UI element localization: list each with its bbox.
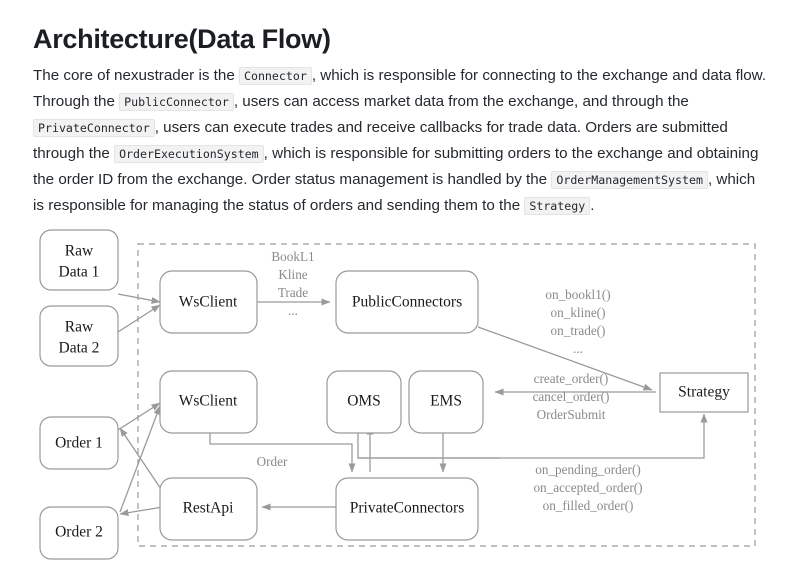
node-public-connectors-label: PublicConnectors xyxy=(352,294,462,311)
label-callback-ellipsis: ... xyxy=(573,341,583,356)
paragraph-text: , users can execute trades and receive c… xyxy=(33,119,728,163)
page-title: Architecture(Data Flow) xyxy=(33,24,331,55)
label-callback-on-trade: on_trade() xyxy=(551,323,606,338)
label-market-data-kline: Kline xyxy=(278,267,307,282)
inline-code-privateconnector: PrivateConnector xyxy=(33,119,155,138)
edge-rawdata1-wsclient xyxy=(117,293,161,304)
edge-rawdata2-wsclient xyxy=(117,304,161,333)
edge-restapi-order1 xyxy=(119,427,164,493)
inline-code-publicconnector: PublicConnector xyxy=(119,93,234,112)
paragraph-text: . xyxy=(590,197,595,215)
node-raw-data-1-label-line1: Raw xyxy=(65,243,94,260)
node-order-1[interactable]: Order 1 xyxy=(39,416,119,470)
edge-publicconnectors-strategy xyxy=(477,326,653,391)
node-ems-label: EMS xyxy=(430,393,462,410)
label-market-data-ellipsis: ... xyxy=(288,303,298,318)
label-on-pending-order: on_pending_order() xyxy=(535,462,640,477)
node-ws-client-public-label: WsClient xyxy=(179,294,238,311)
edge-wsclient-privateconnectors xyxy=(209,424,356,473)
label-on-accepted-order: on_accepted_order() xyxy=(533,480,642,495)
node-oms-label: OMS xyxy=(347,393,381,410)
edge-restapi-order2 xyxy=(119,506,164,517)
edge-order2-wsclient xyxy=(119,405,161,513)
inline-code-ordermanagementsystem: OrderManagementSystem xyxy=(551,171,708,190)
node-private-connectors[interactable]: PrivateConnectors xyxy=(335,477,479,541)
architecture-diagram: BookL1 Kline Trade ... on_bookl1() on_kl… xyxy=(0,222,800,582)
node-strategy-label: Strategy xyxy=(678,384,730,401)
system-boundary xyxy=(137,243,756,547)
inline-code-strategy: Strategy xyxy=(524,197,591,216)
node-strategy[interactable]: Strategy xyxy=(659,372,749,413)
node-rest-api-label: RestApi xyxy=(183,500,235,517)
label-callback-on-kline: on_kline() xyxy=(551,305,606,320)
node-ws-client-private-label: WsClient xyxy=(179,393,238,410)
node-private-connectors-label: PrivateConnectors xyxy=(350,500,465,517)
paragraph-text: , which is responsible for connecting to… xyxy=(33,67,767,111)
node-order-2-label: Order 2 xyxy=(55,524,103,541)
paragraph-text: , which is responsible for submitting or… xyxy=(33,145,759,189)
edge-labels: BookL1 Kline Trade ... on_bookl1() on_kl… xyxy=(257,249,643,513)
node-raw-data-1-label-line2: Data 1 xyxy=(59,264,100,281)
node-order-1-label: Order 1 xyxy=(55,435,103,452)
label-callback-on-bookl1: on_bookl1() xyxy=(545,287,610,302)
node-raw-data-2-label-line1: Raw xyxy=(65,319,94,336)
paragraph-text: , which is responsible for managing the … xyxy=(33,171,756,215)
label-order-flow: Order xyxy=(257,454,288,469)
node-public-connectors[interactable]: PublicConnectors xyxy=(335,270,479,334)
node-ws-client-public[interactable]: WsClient xyxy=(159,270,258,334)
label-on-filled-order: on_filled_order() xyxy=(543,498,634,513)
node-raw-data-2[interactable]: Raw Data 2 xyxy=(39,305,119,367)
edge-order1-wsclient xyxy=(117,402,161,431)
label-cancel-order: cancel_order() xyxy=(533,389,610,404)
node-oms[interactable]: OMS xyxy=(326,370,402,434)
label-market-data-bookl1: BookL1 xyxy=(271,249,314,264)
edge-privateconnectors-strategy xyxy=(358,413,708,459)
label-create-order: create_order() xyxy=(534,371,609,386)
label-market-data-trade: Trade xyxy=(278,285,308,300)
node-raw-data-2-label-line2: Data 2 xyxy=(59,340,100,357)
inline-code-orderexecutionsystem: OrderExecutionSystem xyxy=(114,145,264,164)
paragraph-text: , users can access market data from the … xyxy=(233,93,689,111)
node-rest-api[interactable]: RestApi xyxy=(159,477,258,541)
edges xyxy=(117,293,708,517)
node-raw-data-1[interactable]: Raw Data 1 xyxy=(39,229,119,291)
node-ws-client-private[interactable]: WsClient xyxy=(159,370,258,434)
paragraph-text: The core of nexustrader is the xyxy=(33,67,239,85)
node-ems[interactable]: EMS xyxy=(408,370,484,434)
inline-code-connector: Connector xyxy=(238,67,312,86)
node-order-2[interactable]: Order 2 xyxy=(39,506,119,560)
intro-paragraph: The core of nexustrader is the Connector… xyxy=(33,63,768,219)
label-order-submit: OrderSubmit xyxy=(537,407,606,422)
